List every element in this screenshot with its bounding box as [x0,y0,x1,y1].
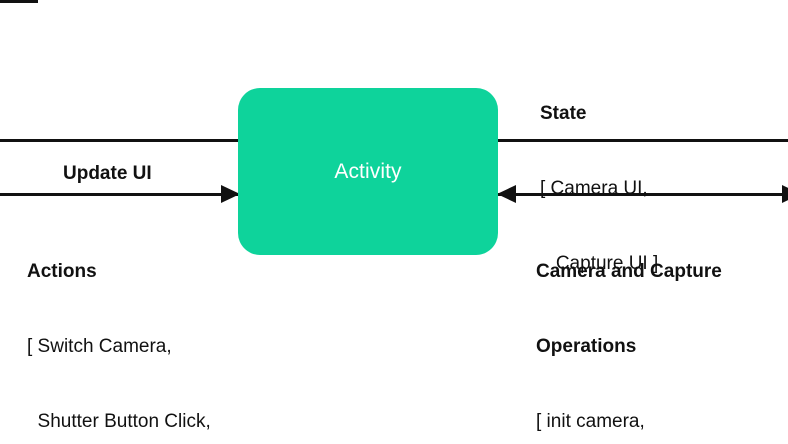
cropped-edge-artifact [0,0,38,3]
activity-node-label: Activity [334,160,402,183]
label-update-ui: Update UI [63,111,152,236]
label-state-line: Capture UI ] [540,253,659,274]
label-operations-header-line-2: Operations [536,336,637,357]
label-actions: Actions [ Switch Camera, Shutter Button … [27,209,257,444]
label-state: State [ Camera UI, Capture UI ] [540,51,658,326]
label-state-header: State [540,103,587,124]
edge-line-state [496,139,788,142]
label-update-ui-header: Update UI [63,163,152,184]
arrowhead-actions-icon [221,185,240,203]
edge-line-operations [496,193,788,196]
label-state-line: [ Camera UI, [540,178,648,199]
label-actions-line: [ Switch Camera, [27,336,172,357]
label-operations-header-line-1: Camera and Capture [536,261,722,282]
arrowhead-operations-icon [782,185,788,203]
label-operations: Camera and Capture Operations [ init cam… [536,209,722,444]
arrowhead-state-icon [497,185,516,203]
activity-node[interactable]: Activity [238,88,498,255]
edge-line-actions [0,193,240,196]
label-operations-line: [ init camera, [536,411,645,432]
edge-line-update-ui [0,139,240,142]
label-actions-line: Shutter Button Click, [27,411,211,432]
label-actions-header: Actions [27,261,97,282]
